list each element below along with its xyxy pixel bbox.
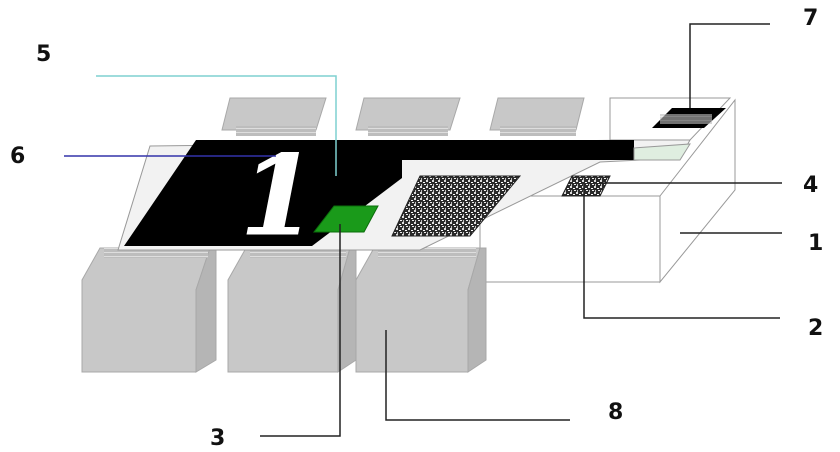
marking-number: 1	[240, 131, 317, 260]
trim-pad	[312, 205, 379, 233]
label-7: 7	[803, 6, 819, 31]
label-8: 8	[608, 400, 624, 425]
label-2: 2	[808, 316, 824, 341]
leader-3	[260, 224, 341, 437]
label-4: 4	[803, 173, 819, 198]
back-terminals	[221, 97, 585, 136]
leader-7	[689, 23, 770, 108]
resistive-element-right	[561, 175, 611, 197]
leader-8	[385, 330, 570, 421]
label-1: 1	[808, 231, 824, 256]
protection-layer	[124, 140, 634, 246]
resistive-element	[391, 175, 522, 237]
leader-lines	[64, 23, 782, 437]
protection-layer-right-strip	[633, 143, 691, 161]
label-5: 5	[36, 42, 52, 67]
leader-2	[583, 184, 780, 319]
front-terminals	[81, 247, 487, 373]
label-6: 6	[10, 144, 26, 169]
label-3: 3	[210, 426, 226, 451]
leader-5	[96, 75, 337, 176]
